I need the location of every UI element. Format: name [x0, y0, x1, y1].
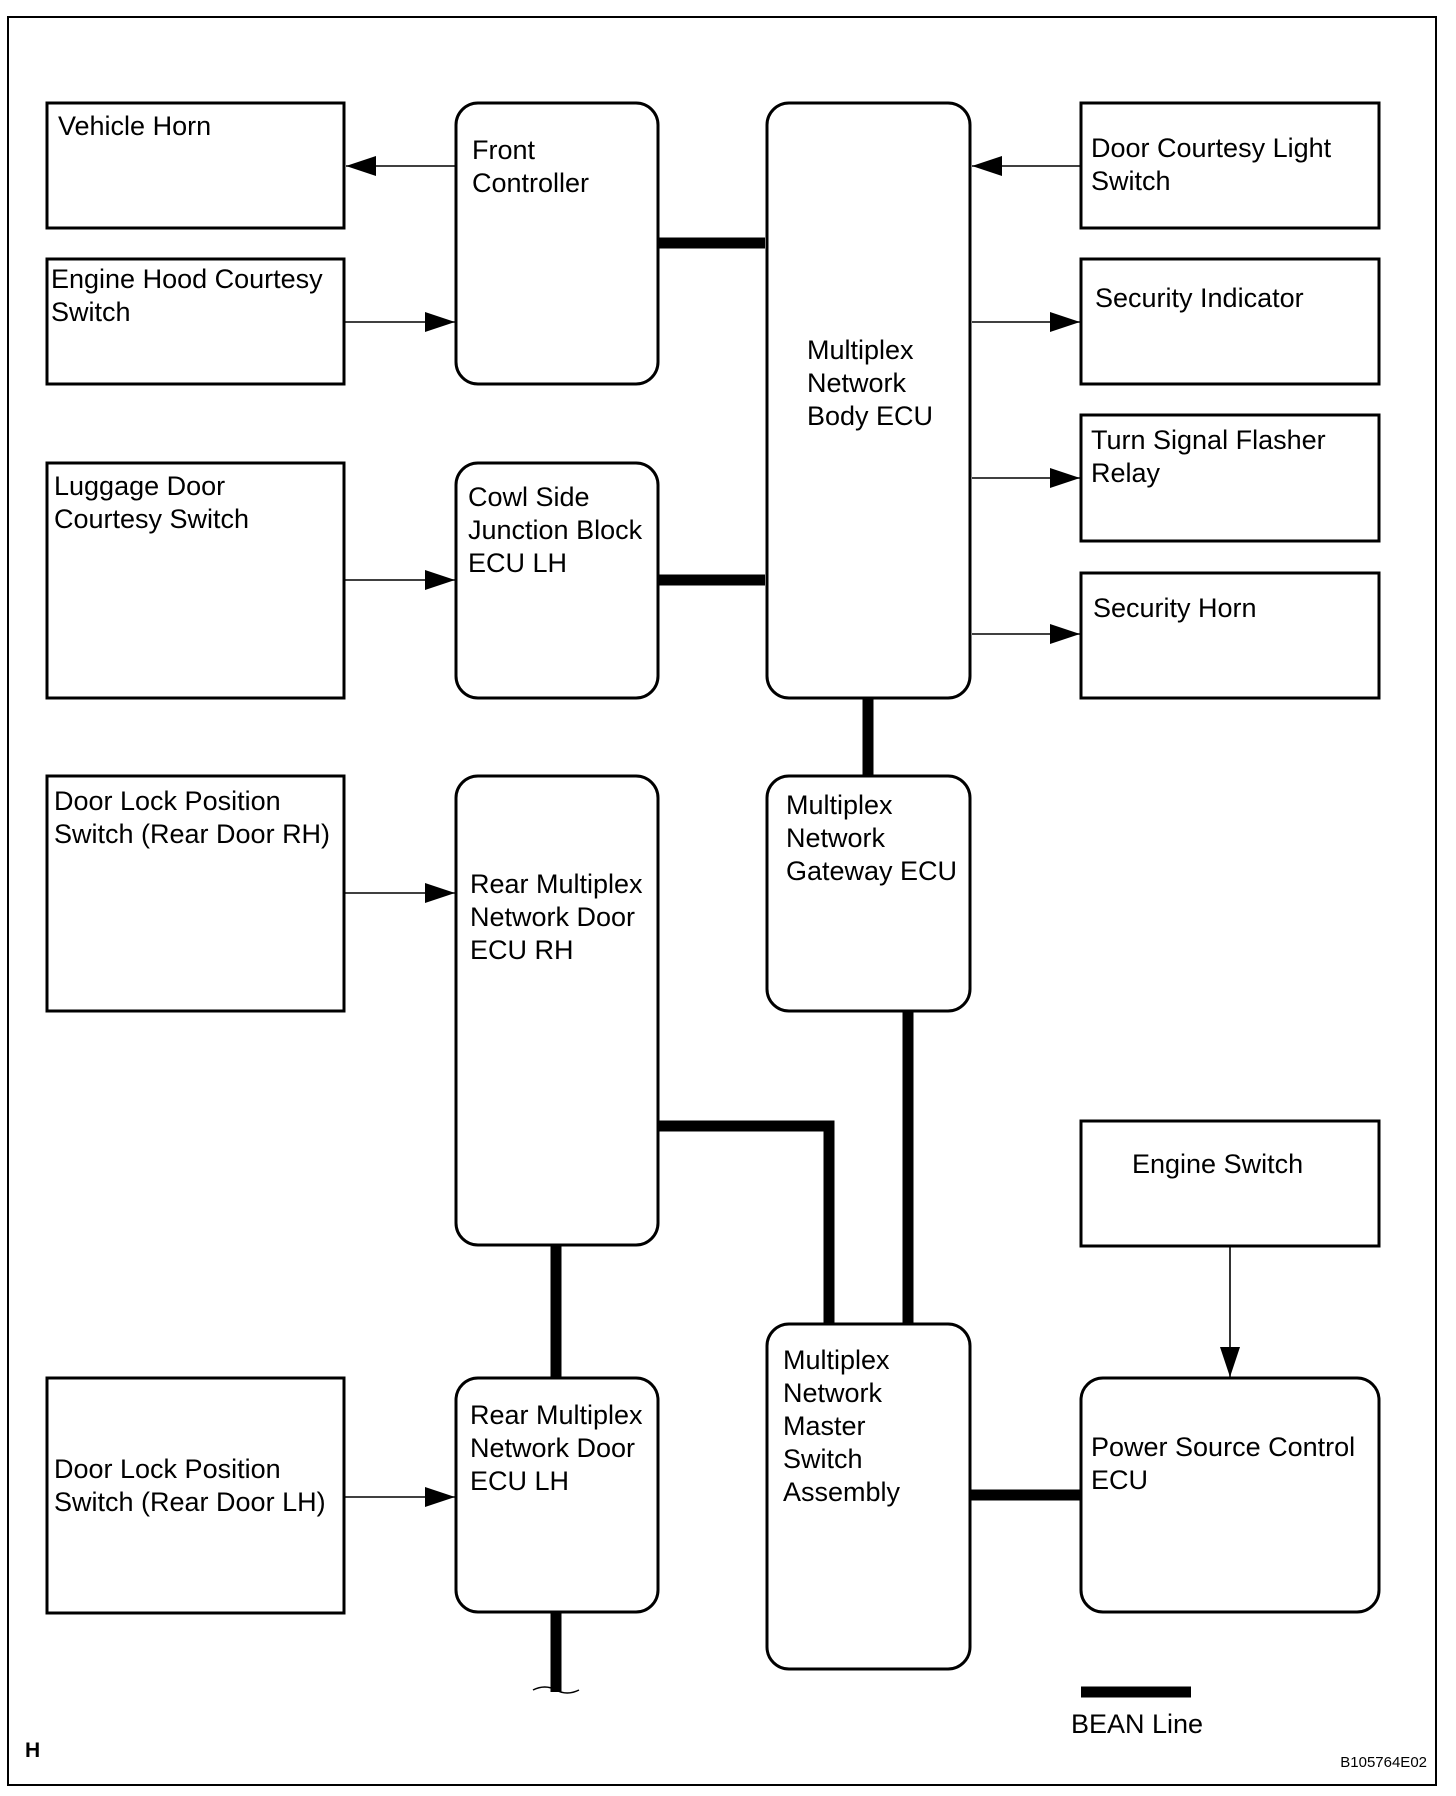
block-engine-hood-label: Engine Hood Courtesy Switch [51, 264, 330, 327]
figure-id: B105764E02 [1340, 1754, 1427, 1771]
outer-frame [7, 16, 1437, 1786]
block-front-controller-label: Front Controller [472, 135, 589, 198]
legend: BEAN Line [1071, 1686, 1203, 1739]
block-body-ecu: Multiplex Network Body ECU [765, 101, 972, 700]
block-engine-hood-courtesy-switch: Engine Hood Courtesy Switch [45, 257, 346, 386]
block-door-lock-switch-rear-lh: Door Lock Position Switch (Rear Door LH) [45, 1376, 346, 1615]
block-door-courtesy-label: Door Courtesy Light Switch [1091, 133, 1339, 196]
block-front-controller: Front Controller [454, 101, 660, 386]
block-power-source-label: Power Source Control ECU [1091, 1432, 1363, 1495]
block-gateway-ecu: Multiplex Network Gateway ECU [765, 774, 972, 1013]
block-door-lock-rh-label: Door Lock Position Switch (Rear Door RH) [54, 786, 330, 849]
block-turn-signal-label: Turn Signal Flasher Relay [1091, 425, 1333, 488]
block-engine-switch-label: Engine Switch [1132, 1149, 1303, 1179]
block-engine-switch: Engine Switch [1079, 1119, 1381, 1248]
legend-bean-label: BEAN Line [1071, 1709, 1203, 1739]
block-turn-signal-flasher-relay: Turn Signal Flasher Relay [1079, 413, 1381, 543]
bean-rear-rh-to-master [658, 1120, 835, 1323]
block-rear-door-ecu-lh-label: Rear Multiplex Network Door ECU LH [470, 1400, 650, 1496]
block-security-horn-label: Security Horn [1093, 593, 1257, 623]
corner-letter: H [25, 1739, 40, 1762]
block-luggage-door-courtesy-switch: Luggage Door Courtesy Switch [45, 461, 346, 700]
block-body-ecu-label: Multiplex Network Body ECU [807, 335, 933, 431]
bean-lines [532, 237, 1080, 1694]
block-rear-door-ecu-lh: Rear Multiplex Network Door ECU LH [454, 1376, 660, 1614]
block-master-switch-assembly: Multiplex Network Master Switch Assembly [765, 1322, 972, 1671]
block-vehicle-horn: Vehicle Horn [45, 101, 346, 230]
block-luggage-door-label: Luggage Door Courtesy Switch [54, 471, 249, 534]
block-door-lock-lh-label: Door Lock Position Switch (Rear Door LH) [54, 1454, 326, 1517]
block-cowl-side-label: Cowl Side Junction Block ECU LH [468, 482, 650, 578]
signal-lines [345, 156, 1240, 1507]
block-gateway-ecu-label: Multiplex Network Gateway ECU [786, 790, 957, 886]
block-cowl-side-junction-block: Cowl Side Junction Block ECU LH [454, 461, 660, 700]
block-security-indicator-label: Security Indicator [1095, 283, 1304, 313]
block-power-source-control-ecu: Power Source Control ECU [1079, 1376, 1381, 1614]
block-security-indicator: Security Indicator [1079, 257, 1381, 386]
block-rear-door-ecu-rh-label: Rear Multiplex Network Door ECU RH [470, 869, 650, 965]
block-door-courtesy-light-switch: Door Courtesy Light Switch [1079, 101, 1381, 230]
line-break-mark [532, 1686, 580, 1694]
block-master-switch-label: Multiplex Network Master Switch Assembly [783, 1345, 901, 1507]
block-door-lock-switch-rear-rh: Door Lock Position Switch (Rear Door RH) [45, 774, 346, 1013]
block-security-horn: Security Horn [1079, 571, 1381, 700]
block-vehicle-horn-label: Vehicle Horn [58, 111, 211, 141]
block-rear-door-ecu-rh: Rear Multiplex Network Door ECU RH [454, 774, 660, 1247]
